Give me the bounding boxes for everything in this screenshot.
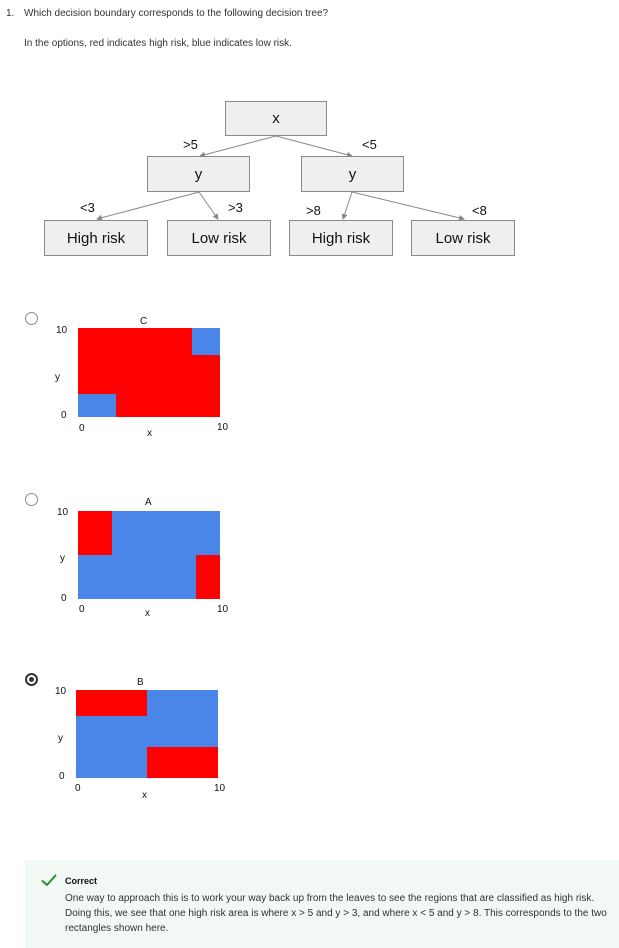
option-radio-b[interactable]	[25, 673, 38, 686]
x-tick-zero: 0	[75, 783, 81, 794]
region-1	[76, 690, 147, 717]
tree-root-node: x	[225, 101, 327, 136]
decision-boundary-plot-c	[78, 328, 220, 417]
option-radio-c[interactable]	[25, 312, 38, 325]
edge-label-root-right: <5	[362, 137, 377, 152]
feedback-panel: Correct One way to approach this is to w…	[25, 860, 619, 948]
y-tick-top: 10	[56, 325, 68, 336]
edge-label-right-left: >8	[306, 203, 321, 218]
edge-label-left-right: >3	[228, 200, 243, 215]
y-axis-label: y	[58, 733, 63, 744]
tree-left-node: y	[147, 156, 250, 192]
question-number: 1.	[6, 8, 15, 19]
option-radio-a[interactable]	[25, 493, 38, 506]
edge-label-root-left: >5	[183, 137, 198, 152]
region-2	[195, 555, 220, 599]
y-tick-top: 10	[57, 507, 69, 518]
y-axis-label: y	[55, 372, 60, 383]
region-1	[191, 328, 220, 355]
question-note: In the options, red indicates high risk,…	[24, 38, 292, 49]
tree-leaf-4: Low risk	[411, 220, 515, 256]
decision-boundary-plot-a	[78, 511, 220, 599]
edge-label-right-right: <8	[472, 203, 487, 218]
x-tick-max: 10	[217, 604, 229, 615]
y-tick-top: 10	[55, 686, 67, 697]
x-axis-label: x	[142, 790, 147, 801]
option-label-c: C	[140, 316, 148, 327]
tree-leaf-3: High risk	[289, 220, 393, 256]
y-tick-zero: 0	[61, 410, 67, 421]
x-tick-max: 10	[217, 422, 229, 433]
option-label-b: B	[137, 677, 144, 688]
y-tick-zero: 0	[61, 593, 67, 604]
y-axis-label: y	[60, 553, 65, 564]
y-tick-zero: 0	[59, 771, 65, 782]
tree-edges	[96, 135, 465, 221]
question-text: Which decision boundary corresponds to t…	[24, 8, 329, 19]
option-label-a: A	[145, 497, 152, 508]
x-axis-label: x	[145, 608, 150, 619]
feedback-explanation: One way to approach this is to work your…	[65, 893, 607, 934]
tree-leaf-1: High risk	[44, 220, 148, 256]
feedback-status: Correct	[65, 876, 98, 886]
tree-leaf-2: Low risk	[167, 220, 271, 256]
region-1	[78, 511, 113, 555]
x-tick-max: 10	[214, 783, 226, 794]
x-tick-zero: 0	[79, 423, 85, 434]
decision-boundary-plot-b	[76, 690, 218, 778]
region-2	[78, 393, 117, 417]
region-2	[147, 747, 218, 778]
tree-right-node: y	[301, 156, 404, 192]
x-tick-zero: 0	[79, 604, 85, 615]
edge-label-left-left: <3	[80, 200, 95, 215]
x-axis-label: x	[147, 428, 152, 439]
check-icon	[41, 874, 57, 886]
